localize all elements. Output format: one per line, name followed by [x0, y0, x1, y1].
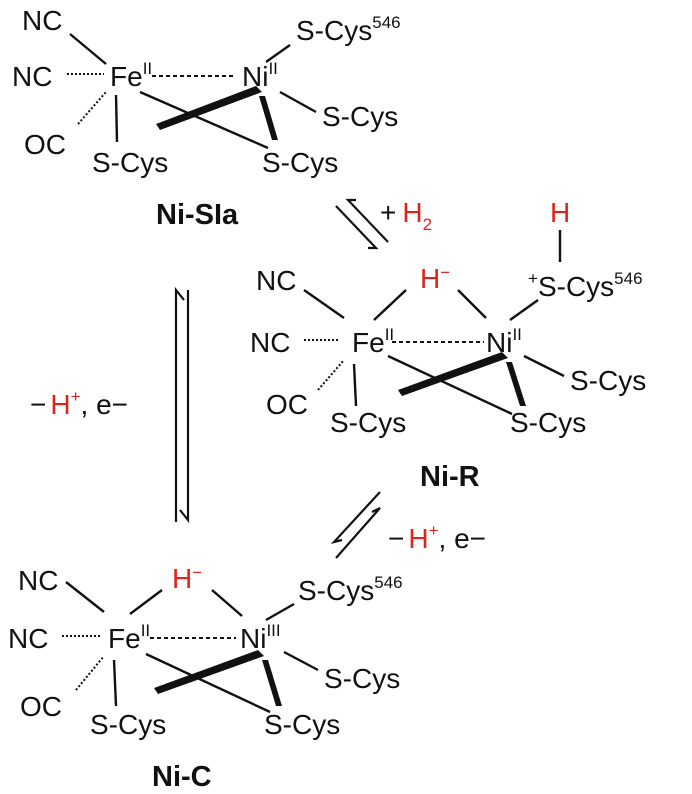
ligand-nc-upper: NC: [22, 5, 62, 36]
ligand-scys-lower-left: S-Cys: [92, 147, 168, 178]
bond-fe-cn-upper: [69, 33, 107, 65]
label-ni-c: Ni-C: [152, 761, 212, 793]
wedge-ni-scys-lower: [506, 362, 526, 406]
bond-fe-scys-lower: [114, 94, 119, 143]
bond-ni-scys546: [509, 299, 539, 321]
ligand-scys-right: S-Cys: [322, 101, 398, 132]
bond-ni-scys-right: [283, 650, 319, 672]
ligand-nc-upper: NC: [256, 265, 296, 296]
bond-ni-scys-right: [279, 90, 317, 114]
ligand-nc-left: NC: [8, 623, 48, 654]
ligand-scys-right: S-Cys: [324, 663, 400, 694]
complex-ni-sia: NC NC OC FeII NiII S-Cys546 S-Cys S-Cys …: [12, 5, 401, 231]
atom-ni: NiII: [486, 325, 522, 358]
bond-ni-scys546: [265, 44, 291, 63]
bond-fe-co: [317, 359, 345, 391]
ligand-scys-lower-left: S-Cys: [90, 709, 166, 740]
ligand-scys-lower-left: S-Cys: [330, 407, 406, 438]
atom-fe: FeII: [352, 325, 394, 358]
atom-fe: FeII: [110, 59, 152, 92]
bond-fe-co: [75, 655, 105, 691]
ligand-nc-left: NC: [250, 327, 290, 358]
bond-fe-cn-upper: [65, 581, 105, 613]
arrow-reverse: [345, 198, 389, 243]
condition-r-c: −H+, e−: [388, 521, 486, 554]
ligand-scys-lower-right: S-Cys: [262, 147, 338, 178]
bond-fe-hydride: [373, 289, 407, 321]
bond-hydride-ni: [457, 289, 487, 319]
equilibrium-r-c: −H+, e−: [330, 491, 486, 559]
bond-fe-scys-bridge: [387, 354, 513, 416]
condition-si-c: −H+, e−: [30, 387, 128, 420]
bond-fe-cn-upper: [303, 289, 345, 319]
thiol-h: H: [550, 197, 570, 228]
atom-fe: FeII: [108, 621, 150, 654]
hydride-h: H−: [172, 563, 202, 594]
wedge-ni-scys-bridge: [154, 650, 264, 694]
ligand-oc: OC: [266, 389, 308, 420]
ligand-nc-upper: NC: [18, 565, 58, 596]
ligand-scys546: S-Cys546: [298, 573, 403, 606]
arrow-down: [179, 290, 190, 524]
condition-si-r: +H2: [380, 197, 432, 234]
ligand-scys-lower-right: S-Cys: [264, 709, 340, 740]
wedge-ni-scys-lower: [262, 660, 282, 706]
bond-fe-hydride: [129, 589, 163, 615]
arrow-reverse: [335, 507, 381, 559]
bond-fe-scys-lower: [112, 659, 118, 707]
complex-ni-r: NC NC OC FeII NiII H− H +S-Cys546 S-Cys …: [250, 197, 646, 493]
ligand-scys-lower-right: S-Cys: [510, 407, 586, 438]
wedge-ni-scys-bridge: [398, 352, 508, 396]
ligand-oc: OC: [24, 129, 66, 160]
atom-ni: NiIII: [240, 621, 281, 654]
bond-fe-scys-bridge: [145, 652, 271, 714]
hydride-h: H−: [420, 263, 450, 294]
equilibrium-si-r: +H2: [335, 197, 432, 250]
bond-fe-scys-bridge: [139, 90, 269, 150]
arrow-forward: [335, 205, 379, 250]
bond-ni-scys-right: [523, 354, 565, 378]
ligand-scys546: S-Cys546: [296, 13, 401, 46]
atom-ni: NiII: [242, 59, 278, 92]
ligand-oc: OC: [20, 691, 62, 722]
equilibrium-si-c: −H+, e−: [30, 286, 190, 524]
bond-fe-co: [77, 91, 107, 125]
wedge-ni-scys-bridge: [156, 86, 262, 130]
label-ni-sia: Ni-SIa: [156, 199, 239, 231]
bond-hydride-ni: [211, 589, 243, 617]
bond-ni-scys546: [265, 602, 295, 622]
label-ni-r: Ni-R: [420, 461, 480, 493]
ligand-scys546-protonated: +S-Cys546: [528, 269, 643, 302]
bond-fe-scys-lower: [352, 363, 358, 407]
wedge-ni-scys-lower: [259, 96, 278, 140]
arrow-up: [174, 286, 185, 522]
ligand-nc-left: NC: [12, 61, 52, 92]
complex-ni-c: NC NC OC FeII NiIII H− S-Cys546 S-Cys S-…: [8, 563, 403, 793]
arrow-forward: [330, 491, 381, 544]
ligand-scys-right: S-Cys: [570, 365, 646, 396]
